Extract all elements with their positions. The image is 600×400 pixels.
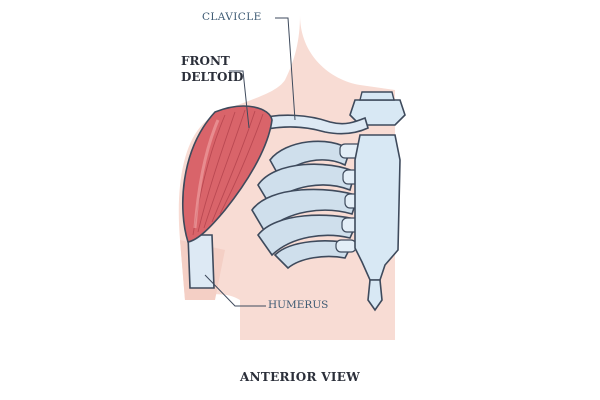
muscle-fibers (192, 109, 264, 236)
rib-cage (251, 140, 360, 270)
front-deltoid-label: FRONT DELTOID (181, 53, 243, 85)
humerus-bone (187, 234, 215, 289)
caption: ANTERIOR VIEW (240, 370, 360, 384)
muscle-highlight (193, 119, 220, 229)
humerus-label: HUMERUS (268, 299, 329, 311)
deltoid-leader-line (229, 70, 250, 129)
front-deltoid-label-line1: FRONT (181, 54, 230, 68)
humerus-leader-line (204, 274, 266, 307)
front-deltoid-muscle (181, 105, 273, 243)
clavicle-leader-line (275, 17, 296, 121)
vertebra-upper (359, 91, 395, 101)
xiphoid-process (367, 279, 383, 312)
clavicle-label: CLAVICLE (202, 11, 262, 23)
front-deltoid-label-line2: DELTOID (181, 70, 244, 84)
clavicle-bone (253, 114, 369, 135)
